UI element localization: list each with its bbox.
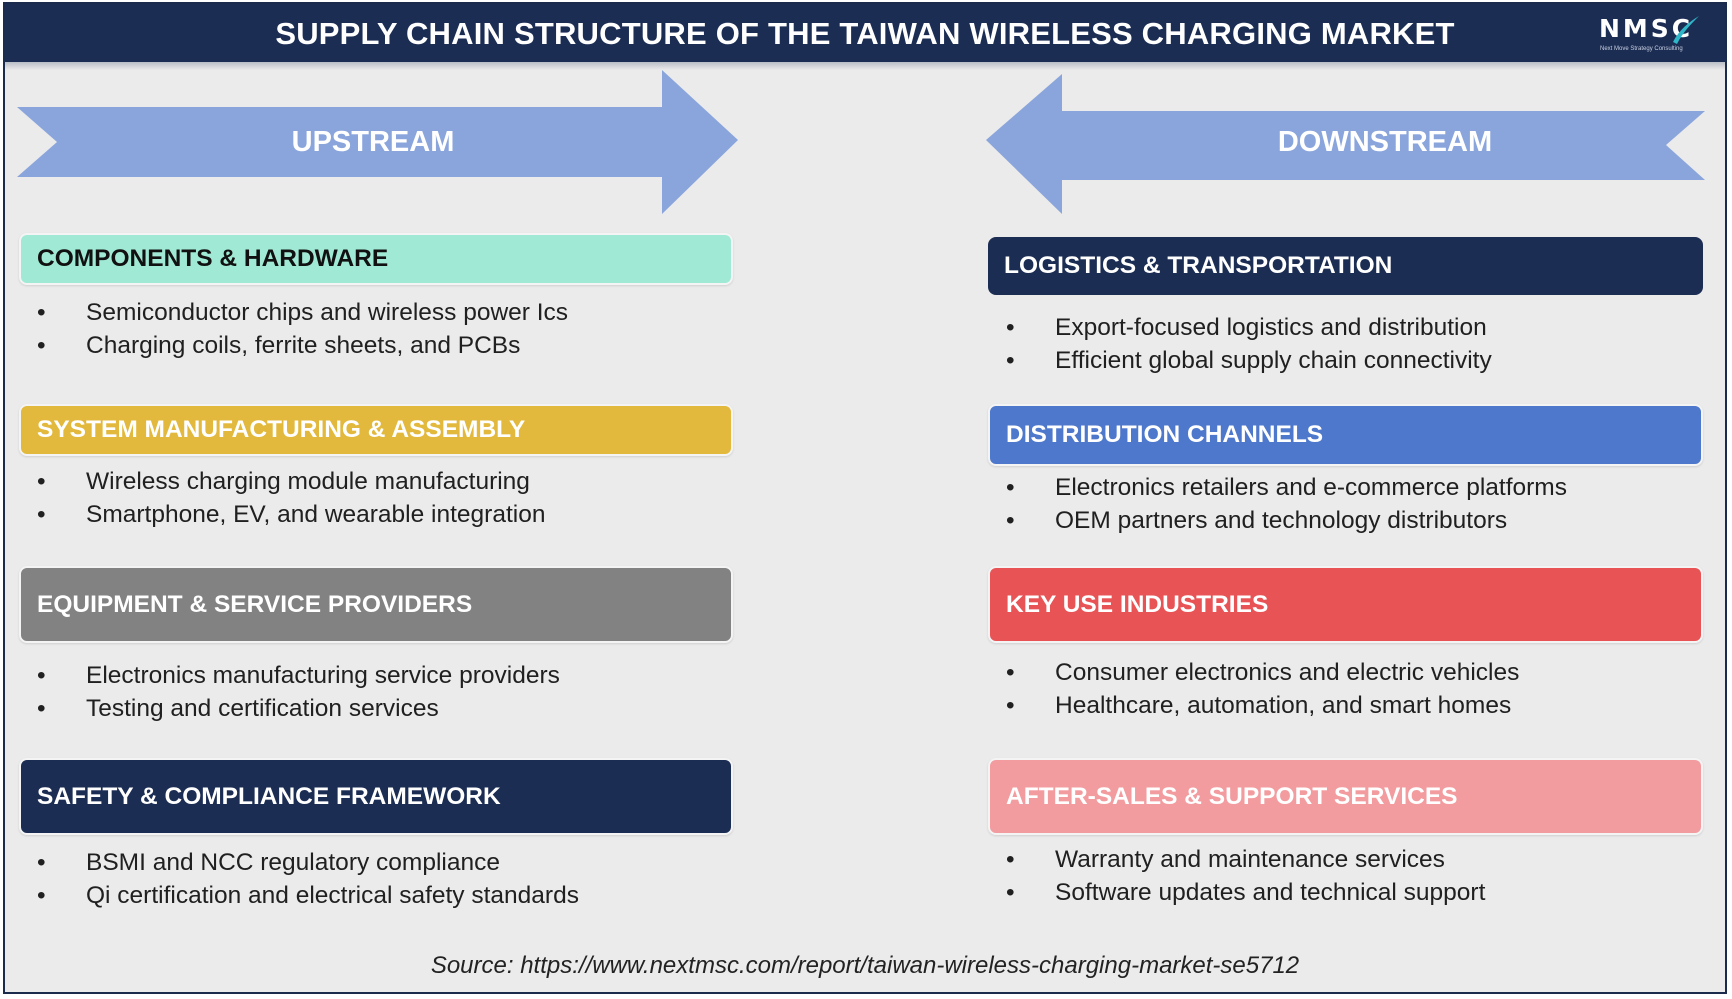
bullet-icon: • <box>37 501 46 528</box>
list-item: •Export-focused logistics and distributi… <box>988 311 1492 344</box>
list-item: •Wireless charging module manufacturing <box>19 465 545 498</box>
list-item: •Electronics retailers and e-commerce pl… <box>988 471 1567 504</box>
key-use-industries-header: KEY USE INDUSTRIES <box>988 566 1703 643</box>
list-item: •Charging coils, ferrite sheets, and PCB… <box>19 329 568 362</box>
bullet-icon: • <box>1006 347 1015 374</box>
nmsc-logo: NMSC Next Move Strategy Consulting <box>1599 12 1699 56</box>
header-shadow <box>5 62 1725 70</box>
upstream-label: UPSTREAM <box>291 126 455 158</box>
logo-swoosh-icon <box>1673 16 1699 44</box>
system-manufacturing-header: SYSTEM MANUFACTURING & ASSEMBLY <box>19 404 733 456</box>
equipment-service-header: EQUIPMENT & SERVICE PROVIDERS <box>19 566 733 643</box>
bullet-icon: • <box>1006 507 1015 534</box>
components-hardware-list: •Semiconductor chips and wireless power … <box>19 296 568 362</box>
after-sales-list: •Warranty and maintenance services •Soft… <box>988 843 1485 909</box>
header-bar: SUPPLY CHAIN STRUCTURE OF THE TAIWAN WIR… <box>5 4 1725 62</box>
bullet-icon: • <box>37 882 46 909</box>
key-use-industries-list: •Consumer electronics and electric vehic… <box>988 656 1519 722</box>
list-item: •Software updates and technical support <box>988 876 1485 909</box>
bullet-icon: • <box>37 468 46 495</box>
bullet-icon: • <box>1006 474 1015 501</box>
list-item: •Efficient global supply chain connectiv… <box>988 344 1492 377</box>
bullet-icon: • <box>37 299 46 326</box>
infographic-frame: SUPPLY CHAIN STRUCTURE OF THE TAIWAN WIR… <box>3 2 1727 994</box>
list-item: •Semiconductor chips and wireless power … <box>19 296 568 329</box>
downstream-arrow <box>986 74 1705 214</box>
bullet-icon: • <box>37 695 46 722</box>
logistics-transportation-header: LOGISTICS & TRANSPORTATION <box>988 237 1703 295</box>
bullet-icon: • <box>37 849 46 876</box>
list-item: •Consumer electronics and electric vehic… <box>988 656 1519 689</box>
after-sales-header: AFTER-SALES & SUPPORT SERVICES <box>988 758 1703 835</box>
list-item: •Testing and certification services <box>19 692 560 725</box>
list-item: •OEM partners and technology distributor… <box>988 504 1567 537</box>
list-item: •BSMI and NCC regulatory compliance <box>19 846 579 879</box>
bullet-icon: • <box>1006 692 1015 719</box>
distribution-channels-list: •Electronics retailers and e-commerce pl… <box>988 471 1567 537</box>
safety-compliance-header: SAFETY & COMPLIANCE FRAMEWORK <box>19 758 733 835</box>
list-item: •Healthcare, automation, and smart homes <box>988 689 1519 722</box>
safety-compliance-list: •BSMI and NCC regulatory compliance •Qi … <box>19 846 579 912</box>
list-item: •Electronics manufacturing service provi… <box>19 659 560 692</box>
list-item: •Smartphone, EV, and wearable integratio… <box>19 498 545 531</box>
bullet-icon: • <box>1006 314 1015 341</box>
source-citation: Source: https://www.nextmsc.com/report/t… <box>430 952 1300 979</box>
list-item: •Warranty and maintenance services <box>988 843 1485 876</box>
components-hardware-header: COMPONENTS & HARDWARE <box>19 233 733 285</box>
downstream-label: DOWNSTREAM <box>1277 126 1493 158</box>
equipment-service-list: •Electronics manufacturing service provi… <box>19 659 560 725</box>
logo-wordmark: NMSC <box>1599 14 1694 43</box>
bullet-icon: • <box>1006 846 1015 873</box>
bullet-icon: • <box>1006 659 1015 686</box>
bullet-icon: • <box>37 332 46 359</box>
logo-tagline: Next Move Strategy Consulting <box>1600 46 1683 52</box>
bullet-icon: • <box>37 662 46 689</box>
page-title: SUPPLY CHAIN STRUCTURE OF THE TAIWAN WIR… <box>275 16 1455 51</box>
list-item: •Qi certification and electrical safety … <box>19 879 579 912</box>
bullet-icon: • <box>1006 879 1015 906</box>
upstream-arrow <box>17 70 738 214</box>
distribution-channels-header: DISTRIBUTION CHANNELS <box>988 404 1703 466</box>
system-manufacturing-list: •Wireless charging module manufacturing … <box>19 465 545 531</box>
logistics-transportation-list: •Export-focused logistics and distributi… <box>988 311 1492 377</box>
